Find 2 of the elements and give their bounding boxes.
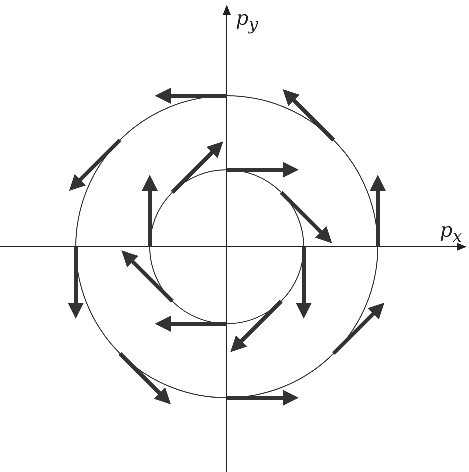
axis-label: p$_{y}$ <box>236 8 258 34</box>
axis-label: p$_{x}$ <box>440 220 462 246</box>
